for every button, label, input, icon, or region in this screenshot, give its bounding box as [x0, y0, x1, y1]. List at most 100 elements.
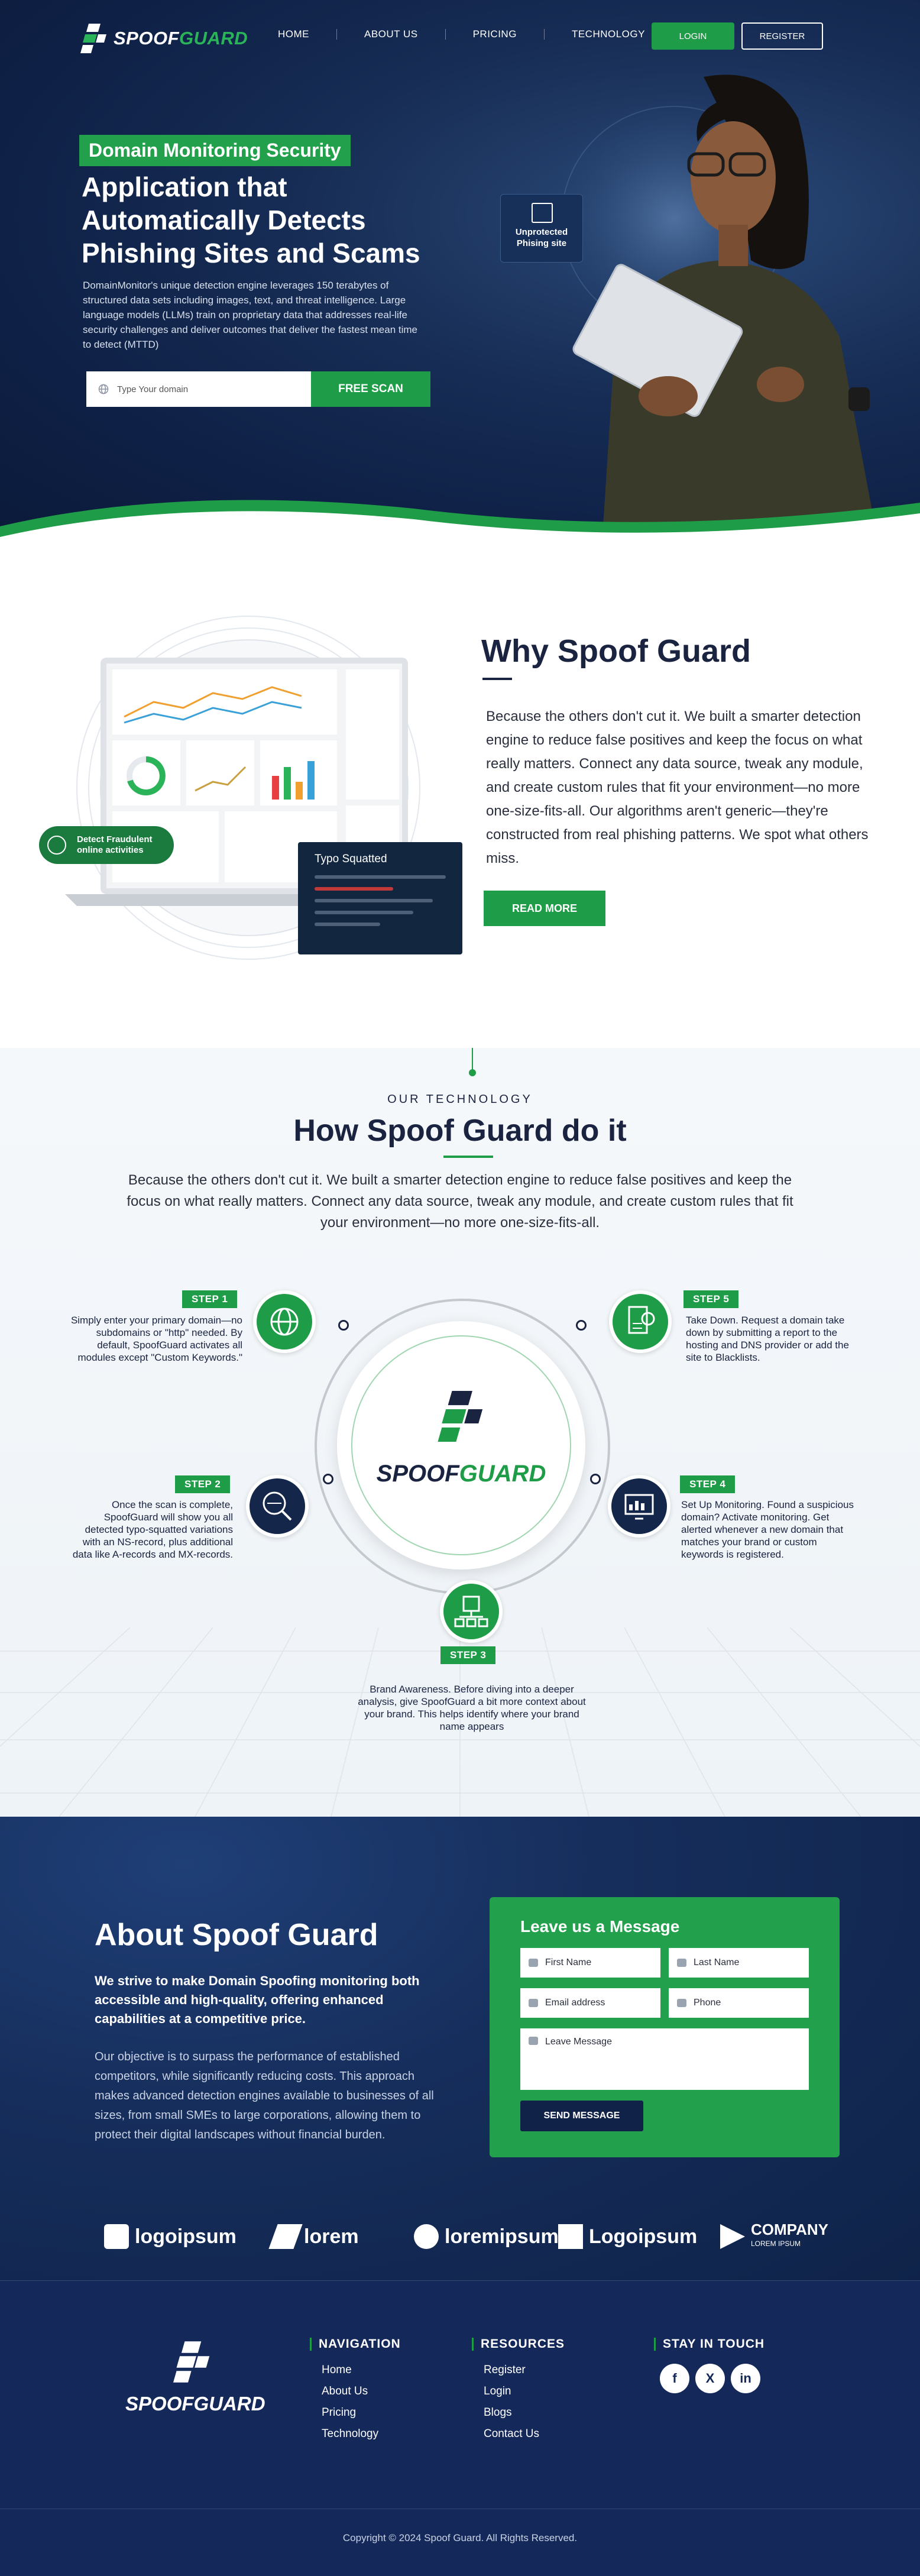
why-title-underline — [482, 678, 512, 680]
user-icon — [529, 1959, 538, 1967]
step-3-text: Brand Awareness. Before diving into a de… — [358, 1684, 586, 1732]
step-1-tag: STEP 1 — [182, 1290, 238, 1308]
ring-dot — [323, 1474, 333, 1484]
phone-icon — [677, 1999, 686, 2007]
brand-logo[interactable]: SPOOFGUARD — [80, 24, 248, 53]
step-2-text: Once the scan is complete, SpoofGuard wi… — [72, 1499, 233, 1560]
chat-bubble-icon — [529, 2037, 538, 2045]
ring-dot — [590, 1474, 601, 1484]
facebook-icon[interactable]: f — [660, 2364, 689, 2393]
partner-logo-3: loremipsum — [414, 2213, 559, 2260]
form-title: Leave us a Message — [520, 1917, 680, 1936]
broken-site-icon — [532, 203, 553, 223]
linkedin-icon[interactable]: in — [731, 2364, 760, 2393]
footer-link-login[interactable]: Login — [484, 2385, 511, 2397]
tech-eyebrow: OUR TECHNOLOGY — [387, 1093, 533, 1106]
spoofguard-logo-icon — [173, 2341, 210, 2383]
typo-line — [315, 899, 433, 902]
message-field[interactable]: Leave Message — [520, 2028, 809, 2090]
step-1-text: Simply enter your primary domain—no subd… — [70, 1315, 242, 1363]
nav-divider — [336, 29, 337, 40]
last-name-field[interactable]: Last Name — [669, 1948, 809, 1978]
hero-section: Unprotected Phising site SPOOFGUARD HOME… — [0, 0, 920, 539]
nav-pricing[interactable]: PRICING — [472, 28, 517, 40]
alert-shield-icon — [47, 836, 66, 855]
nav-divider — [543, 29, 545, 40]
free-scan-button[interactable]: FREE SCAN — [311, 371, 430, 407]
top-navigation: SPOOFGUARD HOME ABOUT US PRICING TECHNOL… — [0, 18, 920, 53]
loremipsum-mark-icon — [414, 2224, 439, 2249]
sitemap-icon — [440, 1580, 503, 1643]
step-5-text: Take Down. Request a domain take down by… — [686, 1315, 849, 1363]
step-4-text: Set Up Monitoring. Found a suspicious do… — [681, 1499, 854, 1560]
step-2-tag: STEP 2 — [175, 1475, 231, 1493]
domain-input[interactable]: Type Your domain — [86, 371, 311, 407]
footer-link-home[interactable]: Home — [322, 2364, 352, 2376]
login-button[interactable]: LOGIN — [652, 22, 734, 50]
globe-search-icon — [253, 1290, 316, 1353]
ring-dot — [338, 1320, 349, 1331]
typo-line — [315, 923, 380, 926]
why-section: Detect Fraudulent online activities Typo… — [0, 539, 920, 1048]
user-icon — [677, 1959, 686, 1967]
spoofguard-logo-icon — [438, 1391, 483, 1442]
typo-card-title: Typo Squatted — [315, 853, 387, 865]
radar-search-icon — [246, 1475, 309, 1538]
partner-logo-1: logoipsum — [104, 2213, 237, 2260]
contact-form: Leave us a Message First Name Last Name … — [490, 1897, 840, 2157]
spoofguard-logo-icon — [80, 24, 106, 53]
phone-field[interactable]: Phone — [669, 1988, 809, 2018]
nav-technology[interactable]: TECHNOLOGY — [571, 28, 645, 40]
dashboard-illustration: Detect Fraudulent online activities Typo… — [18, 581, 467, 995]
footer-link-blogs[interactable]: Blogs — [484, 2406, 512, 2419]
step-4-tag: STEP 4 — [680, 1475, 736, 1493]
footer-link-pricing[interactable]: Pricing — [322, 2406, 357, 2419]
step-5-tag: STEP 5 — [683, 1290, 739, 1308]
footer-social-heading: STAY IN TOUCH — [654, 2338, 764, 2351]
why-title: Why Spoof Guard — [481, 633, 751, 669]
envelope-icon — [529, 1999, 538, 2007]
hero-wave-divider — [0, 500, 920, 539]
hero-person-image — [538, 75, 875, 526]
nav-links: HOME ABOUT US PRICING TECHNOLOGY — [278, 28, 645, 40]
register-button[interactable]: REGISTER — [741, 22, 823, 50]
tech-title-underline — [443, 1156, 493, 1158]
x-icon[interactable]: X — [695, 2364, 725, 2393]
about-title: About Spoof Guard — [95, 1918, 378, 1952]
logoipsum-square-icon — [558, 2224, 583, 2249]
typo-line — [315, 875, 446, 879]
read-more-button[interactable]: READ MORE — [484, 891, 605, 926]
footer-link-technology[interactable]: Technology — [322, 2428, 379, 2440]
footer-link-contact[interactable]: Contact Us — [484, 2428, 539, 2440]
nav-home[interactable]: HOME — [278, 28, 309, 40]
hero-badge: Domain Monitoring Security — [79, 135, 351, 166]
typo-squatted-card: Typo Squatted — [298, 842, 462, 954]
email-field[interactable]: Email address — [520, 1988, 660, 2018]
site-footer: SPOOFGUARD NAVIGATION Home About Us Pric… — [0, 2280, 920, 2576]
nav-about-us[interactable]: ABOUT US — [364, 28, 418, 40]
footer-link-register[interactable]: Register — [484, 2364, 526, 2376]
tech-title: How Spoof Guard do it — [293, 1114, 627, 1148]
monitor-dashboard-icon — [608, 1475, 670, 1538]
footer-nav-heading: NAVIGATION — [310, 2338, 401, 2351]
hub-brand-name: SPOOFGUARD — [376, 1461, 546, 1487]
typo-line — [315, 911, 413, 914]
domain-input-placeholder: Type Your domain — [117, 384, 189, 394]
footer-logo[interactable]: SPOOFGUARD — [125, 2341, 265, 2415]
unprotected-site-tooltip: Unprotected Phising site — [500, 194, 583, 263]
first-name-field[interactable]: First Name — [520, 1948, 660, 1978]
footer-link-about[interactable]: About Us — [322, 2385, 368, 2397]
footer-resources-heading: RESOURCES — [472, 2338, 565, 2351]
company-mark-icon — [720, 2224, 745, 2249]
section-connector-dot — [469, 1069, 476, 1076]
globe-icon — [98, 384, 109, 394]
step-3-tag: STEP 3 — [440, 1646, 496, 1664]
about-section: About Spoof Guard We strive to make Doma… — [0, 1817, 920, 2290]
hub-inner-ring — [351, 1335, 571, 1555]
hero-title: Application that Automatically Detects P… — [82, 171, 420, 268]
partner-logo-4: Logoipsum — [558, 2213, 697, 2260]
send-message-button[interactable]: SEND MESSAGE — [520, 2101, 643, 2131]
nav-divider — [445, 29, 446, 40]
hero-description: DomainMonitor's unique detection engine … — [83, 280, 418, 350]
